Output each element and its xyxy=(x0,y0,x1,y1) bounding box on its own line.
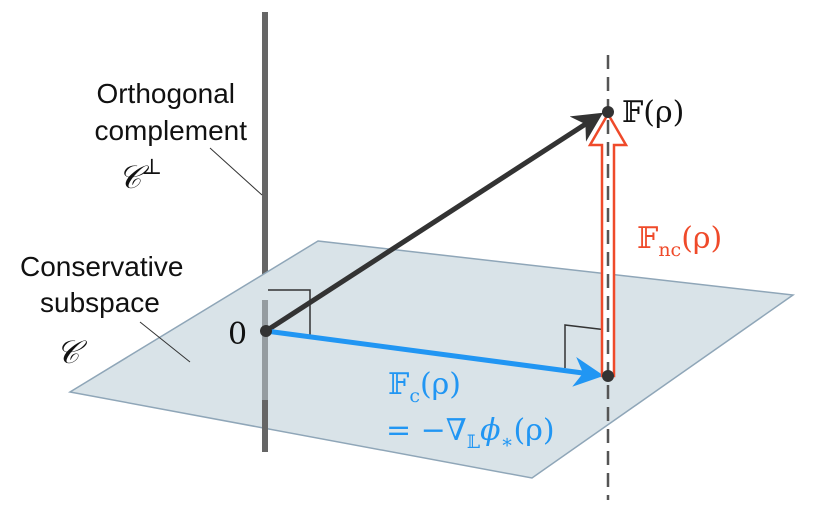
orthogonal-symbol: 𝒞⊥ xyxy=(118,155,162,196)
right-angle-origin xyxy=(268,289,311,336)
force-arrow xyxy=(264,112,604,334)
conservative-label-line1: Conservative xyxy=(20,251,183,282)
force-point xyxy=(602,106,614,118)
nonconservative-label: 𝔽nc(ρ) xyxy=(637,221,722,261)
conservative-symbol: 𝒞 xyxy=(56,333,88,371)
origin-label: 0 xyxy=(228,317,247,352)
right-angle-target xyxy=(564,324,608,368)
conservative-label-line2: subspace xyxy=(40,287,160,318)
orthogonal-leader-line xyxy=(209,147,263,196)
nonconservative-arrow xyxy=(587,111,629,378)
force-label: 𝔽(ρ) xyxy=(622,95,684,130)
conservative-force-label: 𝔽c(ρ) xyxy=(388,367,461,407)
origin-point xyxy=(260,325,272,337)
gradient-expression: = −∇𝕃ϕ∗(ρ) xyxy=(386,413,555,453)
projection-point xyxy=(602,370,614,382)
orthogonal-label-line1: Orthogonal xyxy=(96,78,235,109)
orthogonal-label-line2: complement xyxy=(94,115,247,146)
conservative-arrow xyxy=(265,328,604,387)
conservative-leader-line xyxy=(139,321,191,363)
